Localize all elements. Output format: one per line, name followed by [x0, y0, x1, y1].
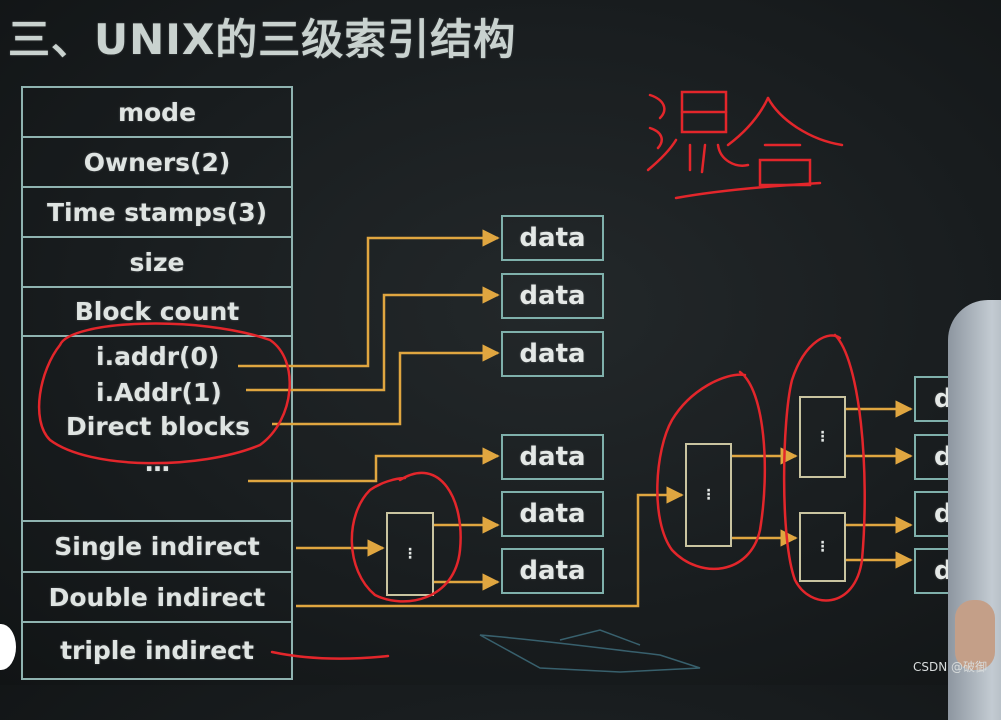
diagram-lines [0, 0, 1001, 685]
watermark: CSDN @破御 [913, 658, 987, 675]
underline-handwriting [676, 183, 820, 198]
underline-triple [272, 652, 388, 659]
arrow-addr1 [246, 295, 498, 390]
circle-direct [39, 324, 290, 464]
circle-double-1 [657, 372, 765, 569]
arrow-ellipsis [248, 456, 498, 481]
arrow-double [296, 495, 682, 606]
